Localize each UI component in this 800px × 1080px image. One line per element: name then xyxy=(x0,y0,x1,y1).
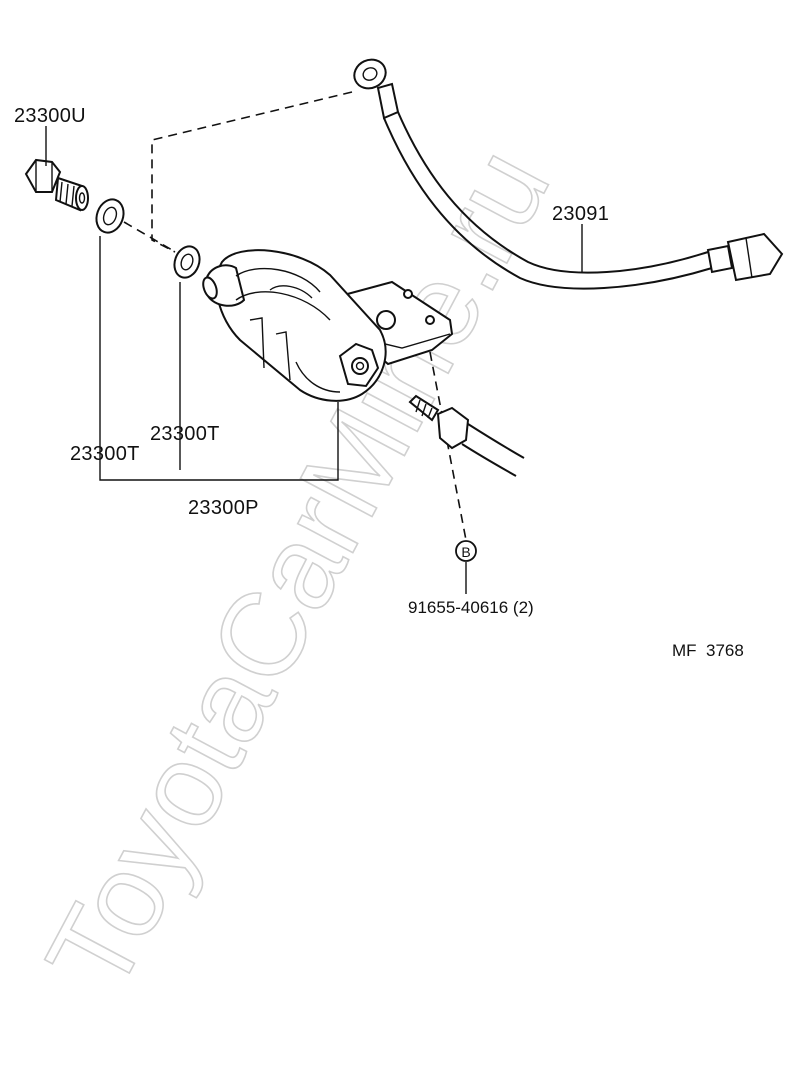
label-assembly-23300p: 23300P xyxy=(188,497,259,519)
bolt-ref-marker: B xyxy=(455,540,477,562)
figure-code: MF 3768 xyxy=(672,641,744,660)
gasket-right-drawing xyxy=(173,245,201,279)
fuel-filter-drawing xyxy=(202,249,454,402)
bolt-ref-symbol: B xyxy=(461,544,470,560)
label-hose-23091: 23091 xyxy=(552,203,609,225)
label-gasket-left-23300t: 23300T xyxy=(70,443,140,465)
fuel-pipe-drawing xyxy=(408,394,525,477)
dashed-alignment-lines xyxy=(123,91,467,541)
fuel-hose-drawing xyxy=(353,58,784,290)
label-bolt-23300u: 23300U xyxy=(14,105,86,127)
label-gasket-right-23300t: 23300T xyxy=(150,423,220,445)
gasket-left-drawing xyxy=(95,198,125,234)
banjo-bolt-drawing xyxy=(24,158,89,212)
label-bolt-ref-91655: 91655-40616 (2) xyxy=(408,598,534,617)
leader-lines xyxy=(45,126,583,594)
